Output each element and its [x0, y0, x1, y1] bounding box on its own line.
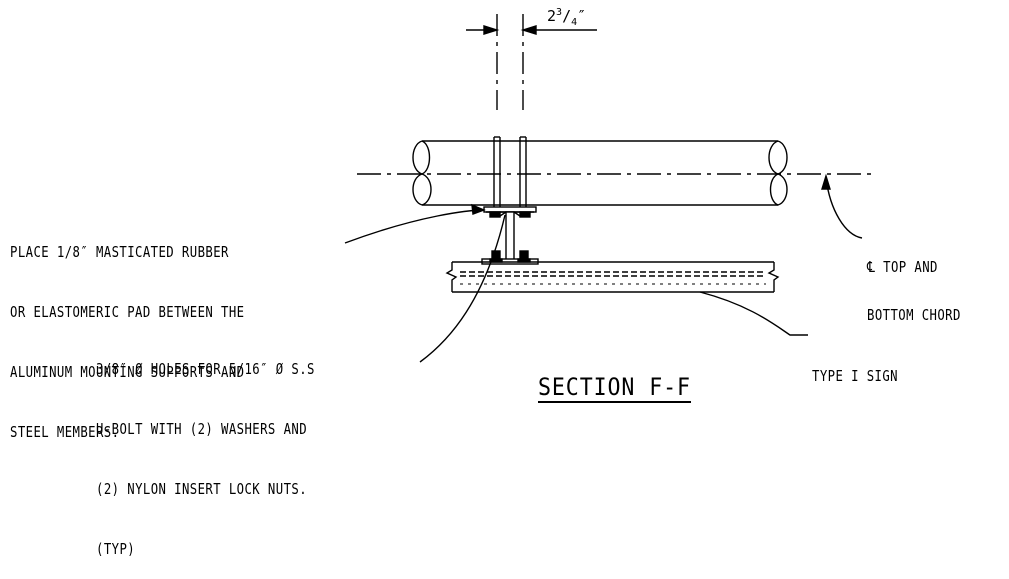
sign-leader	[699, 291, 808, 336]
pad-note-line: OR ELASTOMERIC PAD BETWEEN THE	[10, 303, 245, 321]
chord-note-line: ℄ TOP AND	[867, 258, 938, 276]
pad-leader	[344, 209, 485, 244]
holes-note: 3/8″ Ø HOLES FOR 5/16″ Ø S.S U-BOLT WITH…	[96, 319, 315, 579]
pad-note-line: PLACE 1/8″ MASTICATED RUBBER	[10, 243, 229, 261]
u-bolts	[493, 136, 527, 210]
holes-note-line: (2) NYLON INSERT LOCK NUTS.	[96, 480, 308, 498]
pad-note: PLACE 1/8″ MASTICATED RUBBER OR ELASTOME…	[10, 202, 244, 462]
holes-leader	[419, 214, 506, 363]
chord-note: ℄ TOP AND BOTTOM CHORD	[867, 227, 961, 339]
dimension-label: 23/4″	[547, 7, 587, 28]
holes-note-line: U-BOLT WITH (2) WASHERS AND	[96, 420, 308, 438]
section-drawing	[344, 14, 877, 363]
chord-note-line: BOTTOM CHORD	[867, 306, 961, 324]
sign-panel	[445, 261, 780, 293]
holes-note-line: 3/8″ Ø HOLES FOR 5/16″ Ø S.S	[96, 360, 315, 378]
holes-note-line: (TYP)	[96, 540, 136, 558]
section-title: SECTION F-F	[538, 373, 691, 403]
chord-leader	[825, 177, 863, 239]
sign-note-line: TYPE I SIGN	[812, 367, 898, 385]
dimension-arrows	[466, 25, 597, 35]
sign-note: TYPE I SIGN	[812, 326, 898, 406]
chord-pipe	[412, 140, 788, 206]
pad-note-line: ALUMINUM MOUNTING SUPPORTS AND	[10, 363, 245, 381]
